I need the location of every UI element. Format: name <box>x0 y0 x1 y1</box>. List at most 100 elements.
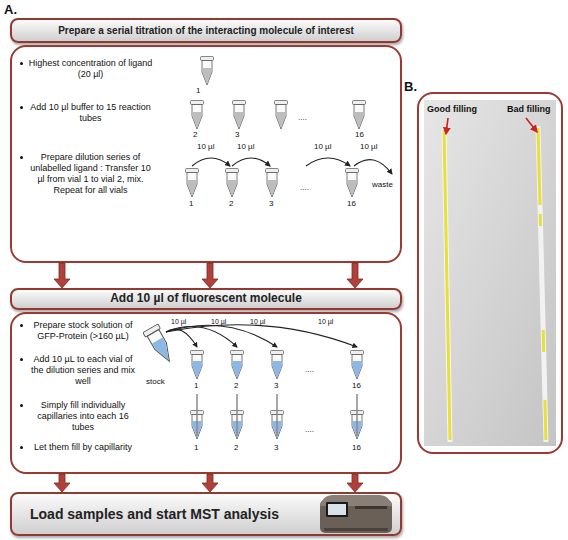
tube-number: 2 <box>229 200 233 208</box>
header-text: Add 10 µl of fluorescent molecule <box>110 292 302 306</box>
tube <box>353 101 366 130</box>
tube <box>233 101 246 130</box>
capillary <box>236 394 238 436</box>
transfer-arrow <box>166 327 237 347</box>
capillary <box>538 126 546 442</box>
capillary-fill <box>545 400 546 440</box>
tube <box>226 169 239 198</box>
tube <box>271 411 284 440</box>
flow-arrow <box>347 474 363 492</box>
tube-number: 16 <box>347 200 356 208</box>
capillary-fill <box>538 128 540 205</box>
tube-number: 1 <box>194 382 198 390</box>
panel-letter: A. <box>4 3 17 16</box>
header-text: Load samples and start MST analysis <box>30 506 279 522</box>
stock-tube <box>143 324 177 366</box>
header-band: Prepare a serial titration of the intera… <box>10 18 402 43</box>
volume-label: 10 µl <box>211 318 226 325</box>
flow-arrow <box>202 474 218 492</box>
tube <box>351 411 364 440</box>
section-box: Good filling Bad filling <box>417 92 563 454</box>
tube-number: 1 <box>194 444 198 452</box>
transfer-arrow <box>166 325 277 347</box>
waste-label: waste <box>372 181 393 189</box>
stock-label: stock <box>146 378 165 386</box>
capillary-fill <box>444 130 450 440</box>
tube <box>231 351 244 380</box>
tube <box>186 169 199 198</box>
capillary <box>444 128 450 442</box>
section-box: Highest concentration of ligand (20 µl) A… <box>10 45 402 263</box>
volume-label: 10 µl <box>360 143 378 151</box>
tube <box>191 101 204 130</box>
flow-arrow <box>54 474 70 492</box>
tube-number: 3 <box>269 200 273 208</box>
transfer-arrow <box>192 158 230 166</box>
capillary-fill <box>539 214 542 226</box>
tube-number: 16 <box>352 444 361 452</box>
panel-letter: B. <box>404 80 417 93</box>
transfer-arrow <box>166 325 357 347</box>
tube-number: 1 <box>189 200 193 208</box>
tube <box>201 57 214 86</box>
tube <box>351 351 364 380</box>
tube-number: 3 <box>235 131 239 139</box>
capillary <box>356 394 358 436</box>
bullet-text: Add 10 µl buffer to 15 reaction tubes <box>28 102 153 124</box>
transfer-arrow <box>306 158 350 166</box>
tube <box>271 351 284 380</box>
bullet-text: Let them fill by capillarity <box>28 442 138 453</box>
ellipsis: .... <box>298 114 307 122</box>
volume-label: 10 µl <box>237 143 255 151</box>
ellipsis: .... <box>300 184 309 192</box>
header-band: Load samples and start MST analysis <box>10 492 402 536</box>
tube-number: 16 <box>355 131 364 139</box>
ellipsis: .... <box>305 426 314 434</box>
tube-number: 1 <box>196 87 200 95</box>
flow-arrow <box>54 263 70 288</box>
caption-text: Good filling <box>427 104 487 115</box>
header-text: Prepare a serial titration of the intera… <box>58 25 354 37</box>
tube <box>191 351 204 380</box>
pointer-arrow <box>446 118 448 134</box>
transfer-arrow <box>166 329 197 347</box>
section-box: Prepare stock solution of GFP-Protein (>… <box>10 312 402 474</box>
flow-arrow <box>202 263 218 288</box>
tube <box>266 169 279 198</box>
tube <box>191 411 204 440</box>
bullet-text: Simply fill individually capillaries int… <box>28 400 138 433</box>
bullet-text: Highest concentration of ligand (20 µl) <box>28 58 153 80</box>
tube-number: 2 <box>193 131 197 139</box>
volume-label: 10 µl <box>197 143 215 151</box>
tube-number: 2 <box>234 382 238 390</box>
transfer-arrow <box>232 158 270 166</box>
volume-label: 10 µl <box>171 318 186 325</box>
tube <box>346 169 359 198</box>
tube-number: 2 <box>234 444 238 452</box>
caption-text: Bad filling <box>507 104 559 115</box>
volume-label: 10 µl <box>318 318 333 325</box>
capillary <box>196 394 198 436</box>
tube <box>231 411 244 440</box>
bullet-text: Prepare dilution series of unlabelled li… <box>28 152 153 196</box>
capillary-fill <box>542 330 546 352</box>
tube <box>275 101 288 130</box>
volume-label: 10 µl <box>314 143 332 151</box>
tube-number: 16 <box>352 382 361 390</box>
capillary <box>276 394 278 436</box>
ellipsis: .... <box>305 366 314 374</box>
bullet-text: Add 10 µL to each vial of the dilution s… <box>28 354 138 387</box>
capillary-photo <box>424 100 556 446</box>
header-band: Add 10 µl of fluorescent molecule <box>10 288 402 310</box>
volume-label: 10 µl <box>250 318 265 325</box>
bullet-text: Prepare stock solution of GFP-Protein (>… <box>28 320 138 342</box>
flow-arrow <box>347 263 363 288</box>
tube-number: 3 <box>274 382 278 390</box>
tube-number: 3 <box>274 444 278 452</box>
pointer-arrow <box>526 118 537 132</box>
transfer-arrow <box>354 160 392 174</box>
